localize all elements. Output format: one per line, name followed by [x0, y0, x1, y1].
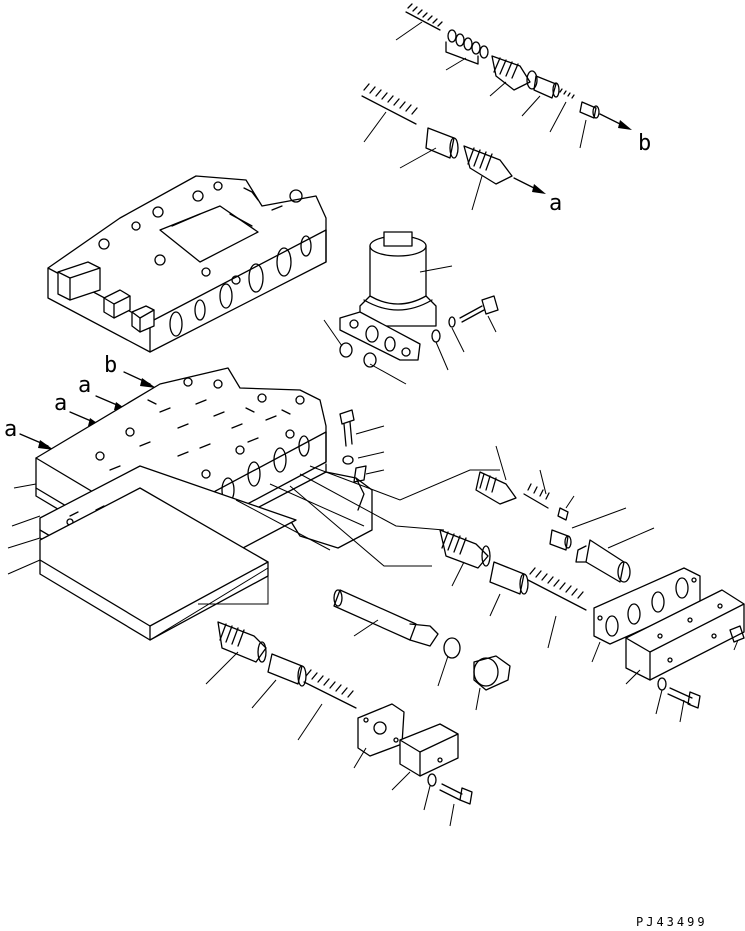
leader-filter-washer-2 [451, 327, 465, 353]
middle-spool-group [439, 529, 587, 649]
right-cover [625, 589, 745, 681]
lower-cover-washer [427, 773, 437, 787]
lower-gasket [357, 703, 405, 757]
right-spring [523, 483, 550, 509]
filter-o-ring-2 [363, 352, 377, 368]
label-a-left-3: a [4, 417, 17, 442]
leader-filter-bolt [487, 315, 497, 333]
filter-washer-2 [448, 316, 456, 328]
filter-o-ring-1 [339, 342, 353, 358]
lower-left-spring [303, 669, 357, 709]
middle-spring [527, 567, 587, 611]
round-cap [473, 655, 511, 691]
right-cover-bolt [667, 687, 701, 709]
spring-seat-set [445, 29, 489, 65]
filter-assembly [323, 231, 499, 385]
lower-cover-bolt [439, 783, 473, 805]
leader-lower-plate [7, 559, 41, 575]
right-small-sleeve [549, 529, 572, 551]
upper-plug [579, 101, 600, 119]
leader-seat-set [445, 57, 467, 71]
lower-left-sleeve [267, 653, 307, 687]
long-piston [333, 589, 439, 647]
body-washer [342, 455, 354, 465]
right-valve-spool [475, 471, 517, 505]
upper-spring [405, 3, 443, 31]
second-sleeve [425, 127, 459, 159]
leader-upper-spool [489, 81, 507, 97]
filter-bolt [459, 295, 499, 323]
leader-second-spool [471, 175, 483, 211]
upper-sleeve [533, 75, 560, 99]
upper-valve-body [47, 175, 327, 353]
right-cylinder [575, 539, 631, 583]
drawing-code: PJ43499 [636, 915, 708, 929]
leader-filter-washer-1 [435, 341, 449, 371]
label-b-upper: b [638, 131, 651, 156]
small-spring [559, 88, 575, 99]
round-cap-o-ring [443, 637, 461, 659]
flow-arrow-to-a-head [532, 184, 546, 194]
label-a-left-2: a [54, 391, 67, 416]
middle-sleeve [489, 561, 529, 595]
right-pin [557, 507, 569, 521]
label-a-upper: a [549, 191, 562, 216]
upper-spool-assembly: b [395, 3, 651, 156]
leader-filter-o-ring [323, 319, 343, 347]
leader-upper-plug [579, 119, 587, 149]
leader-small-spring [549, 101, 567, 133]
right-cover-small-plug [729, 625, 745, 643]
leader-second-spring [363, 111, 387, 143]
leader-separator-plate [7, 537, 41, 549]
label-a-left-1: a [78, 373, 91, 398]
lower-cover [399, 723, 459, 777]
second-valve-spool [463, 145, 513, 185]
lower-left-spool [217, 621, 267, 663]
leader-upper-spring [395, 21, 423, 41]
body-small-plug [353, 465, 367, 483]
label-b-left: b [104, 353, 117, 378]
leader-main-body [13, 483, 37, 489]
body-small-bolt [339, 409, 355, 447]
right-spool-group [475, 445, 655, 583]
leader-filter-base [369, 363, 407, 385]
leader-filter-head [419, 265, 453, 273]
right-cover-washer [657, 677, 667, 691]
leader-upper-gasket [11, 515, 41, 527]
leader-second-sleeve [399, 147, 437, 169]
filter-washer-1 [431, 329, 441, 343]
upper-valve-spool [491, 55, 538, 91]
middle-valve-spool [439, 529, 491, 569]
flow-lines [235, 465, 500, 567]
leader-upper-sleeve [521, 95, 541, 117]
second-spring [361, 83, 418, 125]
second-spool-assembly: a [361, 83, 562, 216]
flow-arrow-to-b-head [618, 120, 632, 130]
